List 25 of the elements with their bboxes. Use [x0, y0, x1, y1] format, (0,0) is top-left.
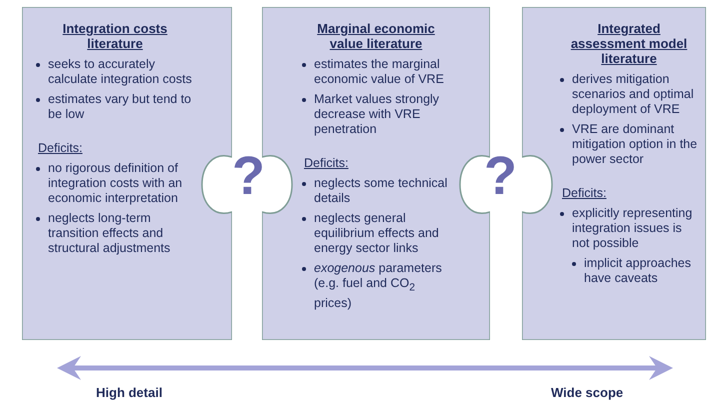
bullet-text: derives mitigation scenarios and optimal deployment of VRE	[572, 72, 694, 116]
puzzle-piece	[522, 7, 706, 340]
bullet-text: explicitly representing integration issues is not possible	[572, 206, 692, 250]
heading: Marginal economic value literature	[316, 21, 436, 51]
question-mark: ?	[232, 148, 265, 204]
section-heading: Deficits:	[38, 141, 82, 156]
section-heading: Deficits:	[304, 156, 348, 171]
axis-label: Wide scope	[551, 385, 624, 400]
bullet-text: exogenous parameters (e.g. fuel and CO$_{2}$ prices)	[314, 261, 442, 310]
puzzle-piece	[22, 7, 232, 340]
bullet-text: estimates the marginal economic value of VRE	[314, 57, 444, 86]
bullet-text: neglects general equilibrium effects and energy sector links	[314, 211, 439, 255]
bullet-text: estimates vary but tend to be low	[48, 92, 192, 121]
bullet-text: neglects long-term transition effects and structural adjustments	[48, 211, 170, 255]
heading: Integration costs literature	[62, 21, 168, 51]
bullet-text: no rigorous definition of integration costs with an economic interpretation	[48, 161, 182, 205]
bullet-text: Market values strongly decrease with VRE penetration	[314, 92, 440, 136]
bullet-text: seeks to accurately calculate integration costs	[48, 57, 192, 86]
heading: Integrated assessment model literature	[570, 21, 688, 66]
bullet-text: implicit approaches have caveats	[584, 256, 691, 285]
question-mark: ?	[484, 148, 517, 204]
axis-label: High detail	[96, 385, 162, 400]
bullet-text: neglects some technical details	[314, 176, 448, 205]
bullet-text: VRE are dominant mitigation option in the power sector	[572, 122, 698, 166]
section-heading: Deficits:	[562, 186, 606, 201]
